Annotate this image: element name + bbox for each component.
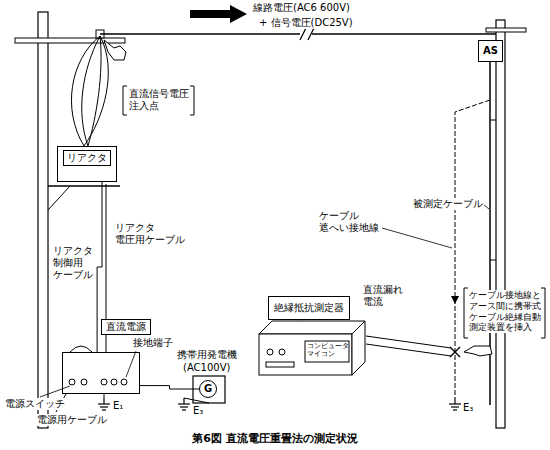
bracket	[190, 86, 194, 115]
device-top	[259, 321, 365, 334]
procedure-note: ケーブル接地線と アース間に携帯式 ケーブル絶縁自動 測定装置を挿入	[468, 290, 542, 333]
pointing-hand	[464, 346, 492, 356]
figure-caption: 第6図 直流電圧重畳法の測定状況	[191, 432, 358, 445]
terminal	[101, 379, 107, 385]
injection-point-note: 直流信号電圧 注入点	[128, 88, 190, 112]
drop-cable	[84, 36, 108, 146]
measuring-device: コンピュータ マイコン	[258, 320, 366, 376]
device-slot	[266, 362, 294, 367]
node-text: リアクタ	[63, 150, 111, 166]
break-mark	[300, 28, 306, 40]
drop-cable	[88, 36, 101, 146]
instrument-label-box: 絶縁抵抗測定器	[268, 296, 350, 320]
overhead-line	[312, 33, 496, 35]
dc-power-unit: 直流電源	[62, 352, 140, 394]
leader-line	[126, 351, 136, 377]
node-text: 直流電源	[101, 319, 151, 335]
cable-label: リアクタ 制御用 ケーブル	[52, 245, 94, 281]
signal-voltage: + 信号電圧(DC25V)	[258, 17, 354, 29]
cable-bracket	[490, 260, 496, 261]
cable-label: 被測定ケーブル	[412, 198, 484, 210]
switch-box: AS	[478, 40, 503, 62]
ground-label: E₃	[462, 402, 474, 414]
rating-label: (AC100V)	[182, 362, 231, 374]
ground-wire	[184, 398, 209, 403]
node-text: G	[204, 384, 212, 394]
cross-arm	[15, 38, 125, 43]
device-side	[352, 321, 365, 375]
ground-symbol	[178, 398, 190, 410]
ground-wire	[104, 394, 105, 398]
part-label: 接地端子	[132, 337, 174, 349]
device-screen	[305, 341, 349, 362]
insertion-mark	[450, 347, 460, 357]
leader-line	[382, 228, 452, 248]
current-arrow	[451, 296, 459, 304]
overhead-line	[100, 33, 300, 35]
drop-cable	[82, 36, 100, 146]
power-switch	[69, 379, 75, 385]
utility-pole	[496, 20, 505, 428]
part-label: 携帯用発電機	[176, 349, 238, 361]
reactor-box: リアクタ	[57, 146, 117, 182]
cable-label: 電源用ケーブル	[36, 414, 108, 426]
shelf	[48, 185, 120, 187]
device-knob	[267, 349, 273, 355]
ground-label: E₃	[192, 405, 204, 417]
device-front	[259, 334, 352, 375]
drop-cable	[71, 36, 100, 146]
cable-label: ケーブル 遮へい接地線	[318, 210, 380, 234]
bracket	[123, 86, 127, 115]
cable-bracket	[490, 120, 496, 121]
utility-pole	[38, 12, 48, 428]
terminal	[111, 379, 117, 385]
leader-line	[484, 205, 489, 209]
power-switch	[81, 379, 87, 385]
cable-label: リアクタ 電圧用ケーブル	[114, 222, 186, 246]
device-knob	[279, 349, 285, 355]
part-label: 電源スイッチ	[4, 398, 66, 410]
ground-symbol	[449, 398, 461, 410]
terminal	[121, 379, 127, 385]
ground-label: E₁	[112, 400, 124, 412]
current-label: 直流漏れ 電流	[362, 284, 404, 308]
shelf-brace	[48, 186, 70, 210]
direction-arrow	[190, 5, 247, 23]
cross-arm	[486, 28, 526, 32]
node-text: コンピュータ マイコン	[307, 343, 349, 358]
ground-symbol	[98, 398, 110, 410]
node-text: AS	[483, 45, 498, 57]
pointing-hand	[104, 40, 126, 60]
cable-connector	[140, 386, 199, 389]
node-text: 絶縁抵抗測定器	[274, 302, 344, 314]
generator-circle: G	[199, 380, 217, 398]
test-lead	[366, 344, 451, 356]
line-voltage: 線路電圧(AC6 600V)	[252, 2, 351, 14]
